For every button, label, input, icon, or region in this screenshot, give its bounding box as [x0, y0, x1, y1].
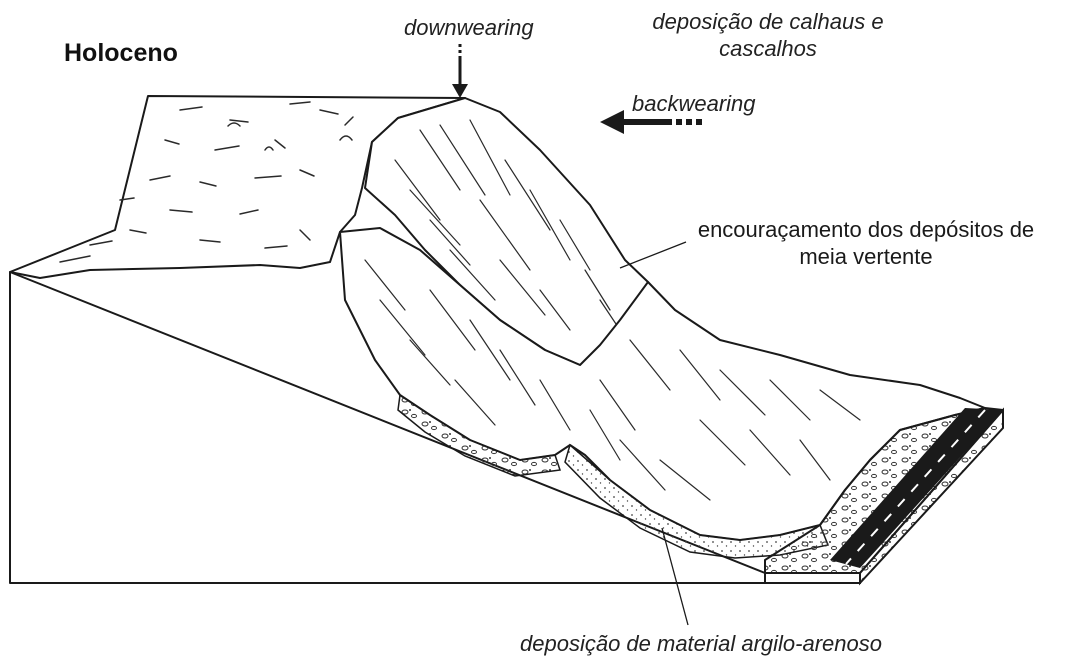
- label-downwearing: downwearing: [404, 14, 534, 41]
- label-deposicao-argilo: deposição de material argilo-arenoso: [520, 630, 882, 657]
- label-encouracamento: encouraçamento dos depósitos de meia ver…: [675, 216, 1057, 270]
- downwearing-arrow: [452, 44, 468, 98]
- label-deposicao-calhaus: deposição de calhaus e cascalhos: [618, 8, 918, 62]
- diagram-title: Holoceno: [64, 40, 178, 67]
- label-backwearing: backwearing: [632, 90, 756, 117]
